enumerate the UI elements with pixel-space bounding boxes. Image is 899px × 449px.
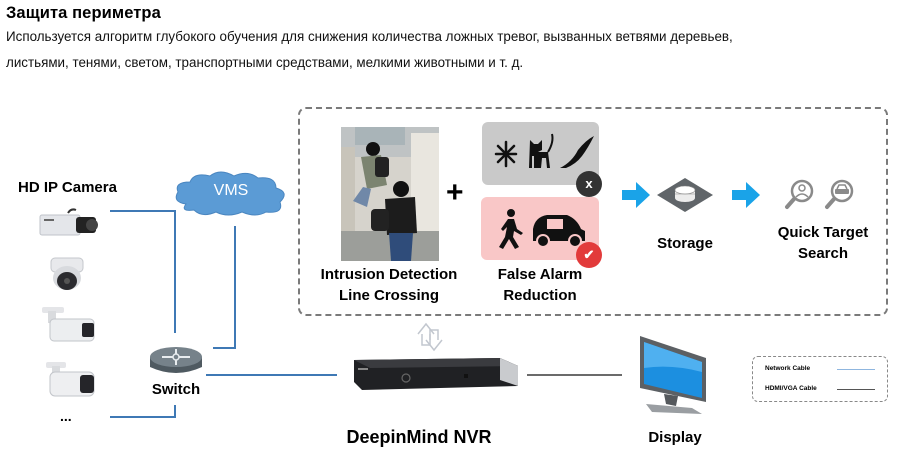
legend-hdmi-label: HDMI/VGA Cable (765, 385, 817, 392)
page-title: Защита периметра (6, 4, 161, 22)
intrusion-label-line2: Line Crossing (338, 287, 439, 304)
search-targets-icons (785, 179, 854, 209)
switch-label: Switch (151, 381, 201, 398)
legend-hdmi-swatch (837, 389, 875, 390)
storage-icon (657, 178, 713, 212)
false-alarm-label-line1: False Alarm (497, 266, 583, 283)
pedestrian-icon (499, 209, 523, 249)
accept-badge: ✔ (576, 242, 602, 268)
nvr-label: DeepinMind NVR (346, 427, 492, 447)
dome-camera-icon (50, 257, 84, 290)
plus-sign: + (446, 176, 464, 209)
false-alarm-label-line2: Reduction (503, 287, 577, 304)
vms-to-switch-wire (213, 226, 236, 349)
storage-label: Storage (657, 235, 713, 252)
more-cameras-ellipsis: ... (60, 408, 72, 424)
legend-network-swatch (837, 369, 875, 370)
vehicle-search-icon (825, 179, 854, 209)
arrow-to-storage-icon (622, 182, 650, 208)
cable-legend: Network Cable HDMI/VGA Cable (752, 356, 888, 402)
display-monitor-icon (640, 336, 706, 414)
search-label-line2: Search (797, 245, 849, 262)
arrow-to-search-icon (732, 182, 760, 208)
display-label: Display (648, 429, 702, 446)
box-camera-icon (39, 208, 98, 236)
description-line-1: Используется алгоритм глубокого обучения… (6, 29, 733, 44)
leaf-icon (494, 140, 518, 168)
intruders-image-icon (341, 127, 439, 261)
legend-network-label: Network Cable (765, 365, 811, 372)
ai-processing-group (298, 107, 888, 316)
description-line-2: листьями, тенями, светом, транспортными … (6, 55, 524, 70)
person-search-icon (785, 179, 814, 209)
bullet-camera-icon (42, 307, 95, 342)
bullet-camera-small-icon (46, 362, 95, 397)
nvr-device-icon (354, 358, 518, 390)
camera-to-switch-wire (110, 210, 176, 333)
rejected-icons (494, 133, 594, 168)
camera-group-label: HD IP Camera (18, 179, 117, 196)
cat-icon (529, 133, 554, 168)
vms-label: VMS (213, 182, 249, 199)
bottom-cameras-wire (110, 405, 176, 418)
intrusion-label-line1: Intrusion Detection (320, 266, 458, 283)
sync-arrows-icon (417, 322, 443, 352)
car-icon (533, 215, 585, 248)
search-label-line1: Quick Target (777, 224, 869, 241)
vms-cloud: VMS (172, 170, 290, 216)
accepted-targets-panel (481, 197, 599, 260)
intrusion-photo (341, 127, 439, 261)
switch-icon (150, 347, 202, 373)
bird-icon (560, 136, 594, 168)
cloud-icon (175, 171, 285, 216)
reject-badge: x (576, 171, 602, 197)
accepted-icons (499, 209, 585, 249)
